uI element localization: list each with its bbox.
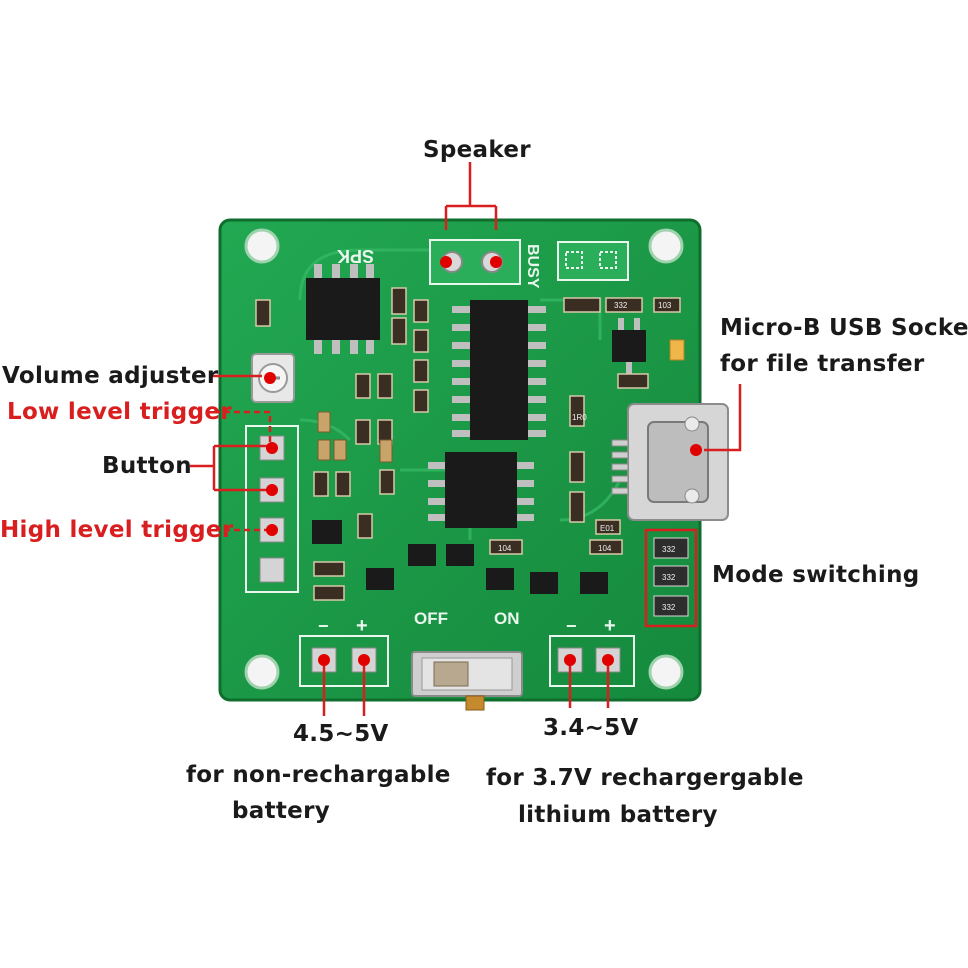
silk-res-103: 103 xyxy=(658,301,672,310)
capacitors xyxy=(317,411,393,463)
main-chip xyxy=(452,300,546,440)
usb-socket xyxy=(611,403,729,521)
busy-header xyxy=(557,241,629,281)
regulator xyxy=(612,318,646,374)
amplifier-chip xyxy=(306,264,380,354)
trigger-pad-block xyxy=(245,425,299,593)
left-voltage-label: 4.5~5V xyxy=(293,721,389,747)
silk-busy: BUSY xyxy=(524,244,541,289)
silk-res-332-2: 332 xyxy=(662,573,676,582)
usb-sublabel: for file transfer xyxy=(720,351,925,377)
silk-res-332-3: 332 xyxy=(662,603,676,612)
low-trigger-label: Low level trigger xyxy=(7,399,232,425)
speaker-pad-1 xyxy=(441,251,463,273)
silk-res-332-1: 332 xyxy=(662,545,676,554)
silk-on: ON xyxy=(494,609,520,628)
smd-components xyxy=(255,287,681,601)
flash-chip xyxy=(428,452,534,528)
left-desc-line2: battery xyxy=(232,798,331,824)
high-trigger-label: High level trigger xyxy=(0,517,234,543)
mounting-holes xyxy=(244,228,684,690)
mode-label: Mode switching xyxy=(712,562,920,588)
silk-res-104-1: 104 xyxy=(498,544,512,553)
silk-off: OFF xyxy=(414,609,448,628)
usb-label: Micro-B USB Socket xyxy=(720,315,968,341)
right-desc-line2: lithium battery xyxy=(518,802,718,828)
silk-res-332-4: 332 xyxy=(614,301,628,310)
silk-minus-right: − xyxy=(566,616,577,636)
silk-spk: SPK xyxy=(337,246,374,266)
volume-label: Volume adjuster xyxy=(2,363,219,389)
silk-minus-left: − xyxy=(318,616,329,636)
right-voltage-label: 3.4~5V xyxy=(543,715,639,741)
silk-plus-left: + xyxy=(356,615,368,637)
volume-potentiometer xyxy=(251,353,295,403)
left-desc-line1: for non-rechargable xyxy=(186,762,451,788)
transistors xyxy=(312,520,608,594)
speaker-pad-2 xyxy=(481,251,503,273)
speaker-label: Speaker xyxy=(423,137,531,163)
power-switch xyxy=(411,651,523,711)
silk-res-104-2: 104 xyxy=(598,544,612,553)
silk-res-e01: E01 xyxy=(600,524,615,533)
button-label: Button xyxy=(102,453,192,479)
silk-res-1r0: 1R0 xyxy=(572,413,587,422)
right-desc-line1: for 3.7V rechargergable xyxy=(486,765,804,791)
silk-plus-right: + xyxy=(604,615,616,637)
